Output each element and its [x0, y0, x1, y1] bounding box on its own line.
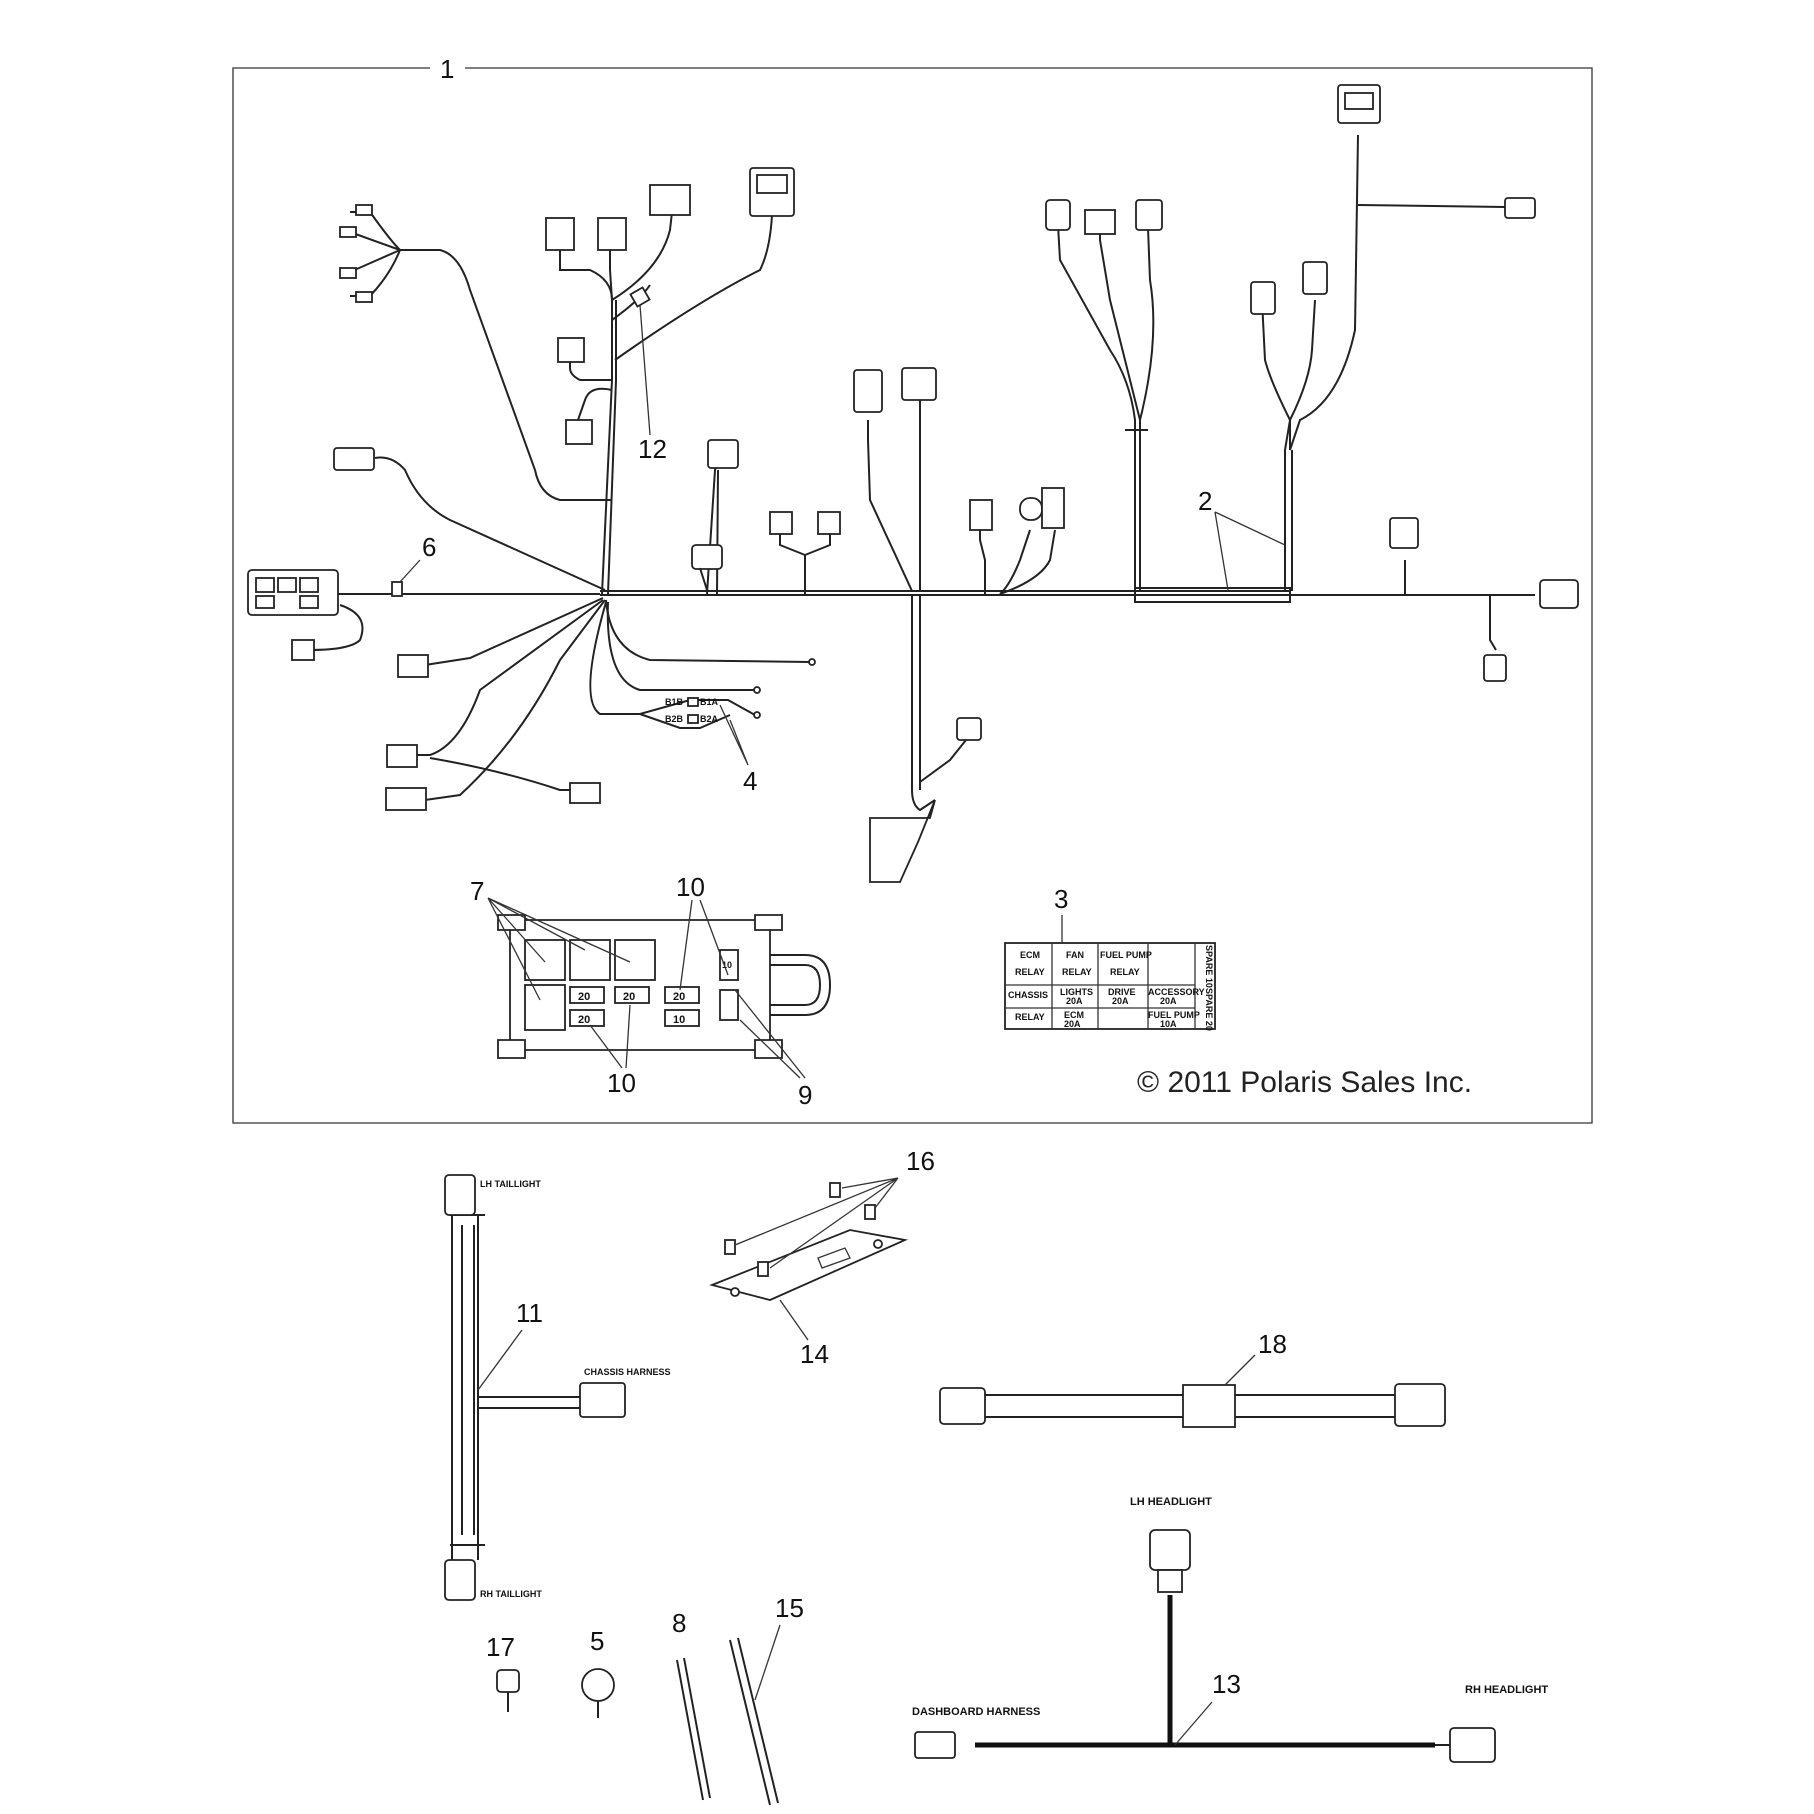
top-center-connectors [1045, 199, 1163, 591]
main-harness-frame [232, 67, 1593, 1124]
taillight-harness: LH TAILLIGHT RH TAILLIGHT CHASSIS HARNES… [444, 1174, 671, 1601]
relay-box-connector [247, 569, 600, 661]
clip-6 [391, 581, 403, 597]
callout-9: 9 [798, 1080, 812, 1110]
svg-text:RELAY: RELAY [1015, 1012, 1045, 1022]
svg-text:FUEL PUMP: FUEL PUMP [1148, 1010, 1200, 1020]
cable-tie-8 [676, 1657, 711, 1801]
svg-text:20A: 20A [1160, 996, 1177, 1006]
upper-left-pigtails [333, 204, 816, 811]
callout-8: 8 [672, 1608, 686, 1638]
callout-15: 15 [775, 1593, 804, 1623]
callout-16: 16 [906, 1146, 935, 1176]
callout-7: 7 [470, 876, 484, 906]
right-connectors [1250, 84, 1579, 682]
svg-text:B1B: B1B [665, 697, 684, 707]
callout-2: 2 [1198, 486, 1212, 516]
trunk-pigtails-a [691, 439, 841, 595]
svg-text:SPARE 10: SPARE 10 [1204, 945, 1214, 988]
callout-4: 4 [743, 766, 757, 796]
svg-text:20A: 20A [1066, 996, 1083, 1006]
svg-text:20A: 20A [1064, 1019, 1081, 1029]
svg-text:10A: 10A [1160, 1019, 1177, 1029]
main-harness-trunk [600, 300, 1535, 812]
svg-text:ECM: ECM [1064, 1010, 1084, 1020]
svg-text:B2A: B2A [700, 714, 719, 724]
clamp-5 [581, 1668, 615, 1718]
callout-17: 17 [486, 1632, 515, 1662]
svg-text:20: 20 [578, 1014, 590, 1026]
trunk-pigtails-b [853, 367, 982, 883]
headlight-harness: LH HEADLIGHT RH HEADLIGHT DASHBOARD HARN… [912, 1496, 1548, 1763]
svg-text:RELAY: RELAY [1015, 967, 1045, 977]
svg-text:LIGHTS: LIGHTS [1060, 987, 1093, 997]
svg-text:20A: 20A [1112, 996, 1129, 1006]
mounting-plate [709, 1182, 909, 1301]
svg-text:20: 20 [578, 991, 590, 1003]
callout-10a: 10 [676, 872, 705, 902]
svg-text:RELAY: RELAY [1110, 967, 1140, 977]
trunk-pigtails-c [969, 487, 1065, 595]
clip-17 [496, 1669, 520, 1712]
relay-fuse-chart: ECM RELAY FAN RELAY FUEL PUMP RELAY CHAS… [1004, 942, 1216, 1031]
svg-text:CHASSIS: CHASSIS [1008, 990, 1048, 1000]
svg-text:FAN: FAN [1066, 950, 1084, 960]
splice-labels: B1B B1A B2B B2A [665, 697, 719, 724]
callout-1: 1 [440, 54, 454, 84]
callout-13: 13 [1212, 1669, 1241, 1699]
svg-text:CHASSIS HARNESS: CHASSIS HARNESS [584, 1367, 671, 1377]
svg-text:FUEL PUMP: FUEL PUMP [1100, 950, 1152, 960]
svg-text:RH TAILLIGHT: RH TAILLIGHT [480, 1589, 542, 1599]
svg-text:RH HEADLIGHT: RH HEADLIGHT [1465, 1684, 1548, 1696]
cable-tie-15 [729, 1637, 779, 1806]
svg-text:ACCESSORY: ACCESSORY [1148, 987, 1205, 997]
svg-text:10: 10 [722, 960, 732, 970]
callout-5: 5 [590, 1626, 604, 1656]
svg-text:B1A: B1A [700, 697, 719, 707]
callout-6: 6 [422, 532, 436, 562]
fuse-relay-box: 20 20 20 20 10 10 [497, 914, 832, 1059]
svg-text:10: 10 [673, 1014, 685, 1026]
svg-text:B2B: B2B [665, 714, 684, 724]
callout-14: 14 [800, 1339, 829, 1369]
svg-text:20: 20 [623, 991, 635, 1003]
callout-11: 11 [516, 1298, 543, 1328]
svg-text:ECM: ECM [1020, 950, 1040, 960]
svg-text:RELAY: RELAY [1062, 967, 1092, 977]
callout-3: 3 [1054, 884, 1068, 914]
upper-middle-connectors [545, 167, 795, 445]
svg-text:DRIVE: DRIVE [1108, 987, 1136, 997]
svg-text:SPARE 20: SPARE 20 [1204, 988, 1214, 1031]
svg-text:LH TAILLIGHT: LH TAILLIGHT [480, 1179, 541, 1189]
copyright: © 2011 Polaris Sales Inc. [1137, 1066, 1472, 1099]
svg-text:LH HEADLIGHT: LH HEADLIGHT [1130, 1496, 1212, 1508]
svg-text:20: 20 [673, 991, 685, 1003]
callout-18: 18 [1258, 1329, 1287, 1359]
jumper-harness [939, 1383, 1446, 1428]
callout-12: 12 [638, 434, 667, 464]
callout-10b: 10 [607, 1068, 636, 1098]
svg-text:DASHBOARD HARNESS: DASHBOARD HARNESS [912, 1706, 1040, 1718]
